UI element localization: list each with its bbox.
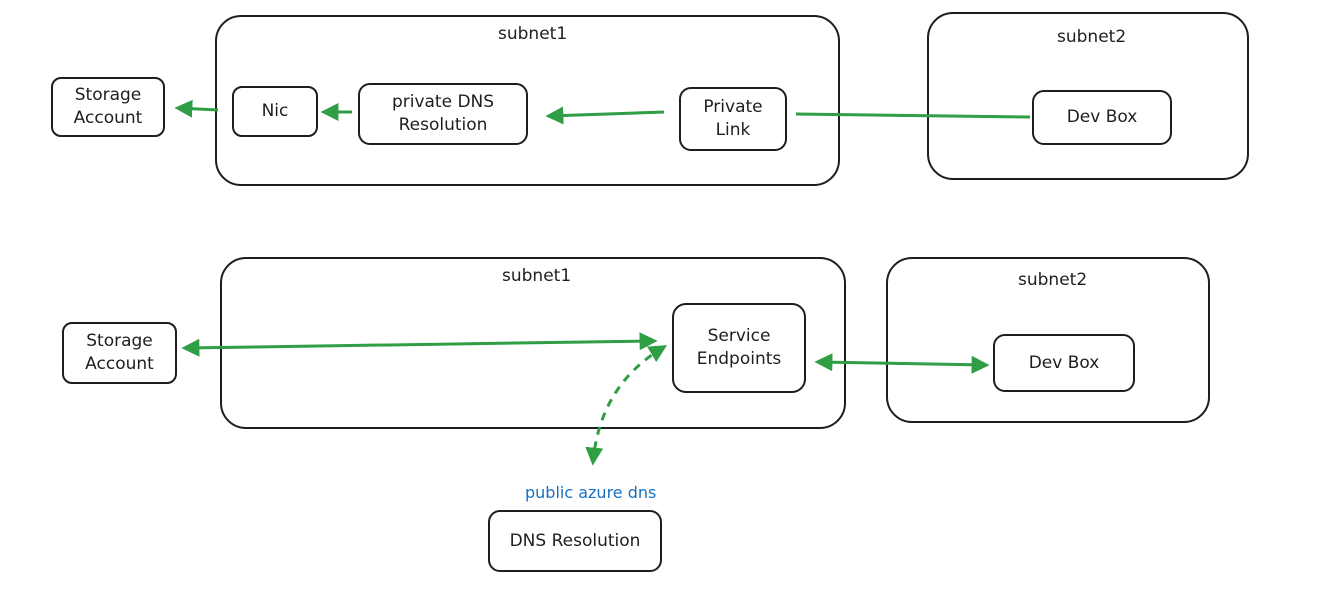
top-dev-box-node[interactable]: Dev Box [1032,90,1172,145]
top-nic-node[interactable]: Nic [232,86,318,137]
bottom-subnet2-container [886,257,1210,423]
top-subnet2-title: subnet2 [1057,27,1127,47]
top-storage-account-node[interactable]: Storage Account [51,77,165,137]
edge-dashed-endpoints-dns [585,345,668,466]
bottom-dev-box-node[interactable]: Dev Box [993,334,1135,392]
edge-storage-service-endpoints [181,332,658,357]
top-subnet1-container [215,15,840,186]
edge-devbox-to-private-link [795,112,1031,119]
bottom-subnet1-title: subnet1 [502,266,572,286]
top-private-link-node[interactable]: Private Link [679,87,787,151]
bottom-service-endpoints-node[interactable]: Service Endpoints [672,303,806,393]
top-private-dns-resolution-node[interactable]: private DNS Resolution [358,83,528,145]
edge-nic-to-storage [174,99,219,118]
top-subnet2-container [927,12,1249,180]
bottom-dns-resolution-node[interactable]: DNS Resolution [488,510,662,572]
bottom-storage-account-node[interactable]: Storage Account [62,322,177,384]
edge-service-endpoints-devbox [814,353,990,374]
top-subnet1-title: subnet1 [498,24,568,44]
edge-private-link-to-dns [545,106,665,125]
public-azure-dns-note: public azure dns [525,483,657,502]
bottom-subnet2-title: subnet2 [1018,270,1088,290]
